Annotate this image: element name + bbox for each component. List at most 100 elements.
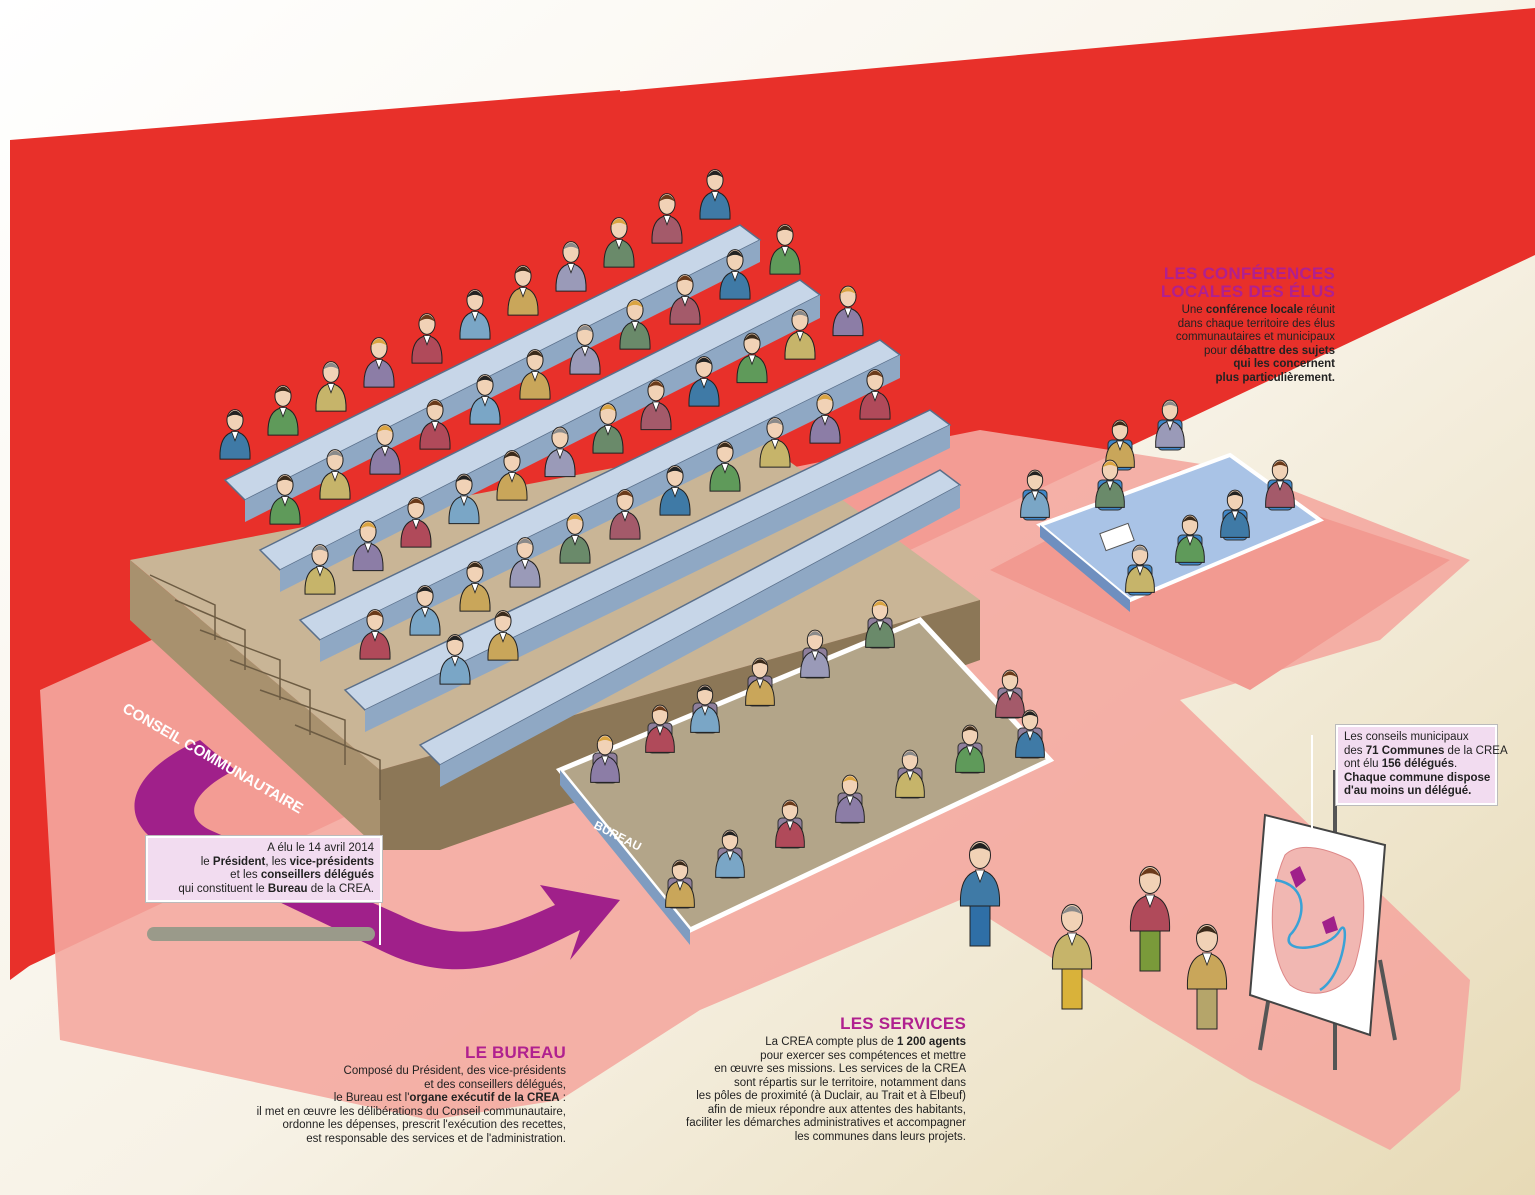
council-member: [688, 356, 720, 407]
conference-table-edge: [1040, 525, 1130, 612]
conference-member: [1095, 459, 1125, 508]
council-member: [592, 403, 624, 454]
bureau-member: [715, 829, 745, 878]
bureau-line-3: le Bureau est l'organe exécutif de la CR…: [333, 1092, 566, 1104]
service-agent-legs: [1139, 930, 1161, 972]
council-member: [559, 513, 591, 564]
bureau-member: [665, 859, 695, 908]
council-member: [544, 426, 576, 478]
election-line-2: le Président, les vice-présidents: [200, 855, 374, 868]
council-member: [319, 449, 351, 500]
council-member: [487, 610, 519, 661]
council-members: [219, 169, 891, 685]
council-member: [369, 424, 401, 475]
council-member: [759, 417, 791, 468]
bureau-title: LE BUREAU: [465, 1043, 566, 1062]
bureau-members: [590, 599, 1045, 908]
conferences-title-1: LES CONFÉRENCES: [1163, 264, 1335, 283]
service-agents: [959, 841, 1228, 1030]
map-highlight: [1290, 866, 1306, 888]
bureau-member: [1015, 709, 1045, 758]
election-callout: A élu le 14 avril 2014 le Président, les…: [146, 836, 382, 902]
council-member: [363, 337, 395, 388]
callout-shadow-bar: [147, 927, 375, 941]
service-agent-legs: [969, 905, 991, 947]
council-member: [859, 369, 891, 420]
council-member: [219, 409, 251, 460]
bureau-line-2: et des conseillers délégués,: [424, 1078, 566, 1091]
council-member: [619, 299, 651, 350]
council-member: [555, 241, 587, 292]
bureau-table: [555, 617, 1055, 934]
council-member: [448, 473, 480, 525]
conferences-block: LES CONFÉRENCES LOCALES DES ÉLUS Une con…: [1120, 265, 1335, 385]
services-line-4: sont répartis sur le territoire, notamme…: [733, 1076, 966, 1089]
conferences-line-5: qui les concernent: [1233, 358, 1335, 370]
election-line-1: A élu le 14 avril 2014: [267, 842, 374, 854]
conference-member: [1020, 469, 1050, 518]
council-member: [496, 450, 528, 501]
services-line-8: les communes dans leurs projets.: [794, 1130, 966, 1143]
council-member: [409, 585, 441, 636]
amphitheater-front: [130, 560, 380, 850]
services-line-5: les pôles de proximité (à Duclair, au Tr…: [696, 1090, 966, 1102]
bureau-line-1: Composé du Président, des vice-président…: [343, 1065, 566, 1077]
bureau-member: [865, 599, 895, 648]
council-member: [719, 249, 751, 300]
bureau-member: [835, 774, 865, 823]
services-title: LES SERVICES: [840, 1014, 966, 1033]
council-member: [640, 379, 672, 431]
amphitheater-steps: [149, 574, 381, 800]
service-agent-legs: [1061, 968, 1083, 1010]
council-member: [736, 332, 768, 384]
bureau-line-5: ordonne les dépenses, prescrit l'exécuti…: [282, 1119, 566, 1131]
council-member: [769, 224, 801, 275]
council-member: [699, 169, 731, 220]
conseils-line-4: Chaque commune dispose: [1344, 771, 1491, 784]
council-member: [469, 374, 501, 425]
council-member: [419, 399, 451, 450]
service-agent: [1129, 866, 1171, 932]
council-member: [359, 609, 391, 660]
council-member: [459, 289, 491, 340]
conseils-line-5: d'au moins un délégué.: [1344, 785, 1472, 797]
conference-member: [1265, 459, 1295, 508]
bureau-member: [645, 704, 675, 753]
council-member: [400, 497, 432, 548]
services-line-2: pour exercer ses compétences et mettre: [760, 1049, 966, 1062]
conseils-line-3: ont élu 156 délégués.: [1344, 758, 1458, 770]
bureau-member: [995, 669, 1025, 718]
council-member: [315, 361, 347, 412]
conseils-callout: Les conseils municipaux des 71 Communes …: [1336, 725, 1508, 805]
council-member: [269, 474, 301, 525]
conference-members: [1020, 399, 1295, 593]
service-agent: [1186, 924, 1228, 990]
bureau-member: [895, 749, 925, 798]
conferences-line-4: pour débattre des sujets: [1203, 344, 1335, 357]
bureau-member: [955, 724, 985, 773]
bureau-block: LE BUREAU Composé du Président, des vice…: [200, 1044, 566, 1146]
bureau-line-6: est responsable des services et de l'adm…: [306, 1132, 566, 1145]
bureau-member: [590, 734, 620, 783]
council-member: [784, 309, 816, 360]
services-block: LES SERVICES La CREA compte plus de 1 20…: [600, 1015, 966, 1144]
map-easel: [1248, 770, 1397, 1070]
map-highlight-2: [1322, 916, 1338, 934]
election-line-4: qui constituent le Bureau de la CREA.: [178, 882, 374, 895]
council-member: [439, 634, 471, 685]
council-member: [507, 265, 539, 316]
conferences-title-2: LOCALES DES ÉLUS: [1160, 282, 1335, 301]
council-member: [304, 544, 336, 595]
conferences-line-2: dans chaque territoire des élus: [1177, 317, 1335, 330]
conference-member: [1155, 399, 1185, 448]
bureau-member: [775, 799, 805, 848]
council-member: [609, 489, 641, 540]
conseils-line-1: Les conseils municipaux: [1344, 731, 1469, 743]
services-line-7: faciliter les démarches administratives …: [686, 1117, 966, 1129]
council-member: [659, 465, 691, 516]
council-member: [809, 393, 841, 444]
bureau-table-edge: [560, 770, 690, 945]
council-member: [832, 285, 864, 337]
conferences-line-6: plus particulièrement.: [1215, 371, 1335, 384]
conference-member: [1175, 514, 1205, 563]
